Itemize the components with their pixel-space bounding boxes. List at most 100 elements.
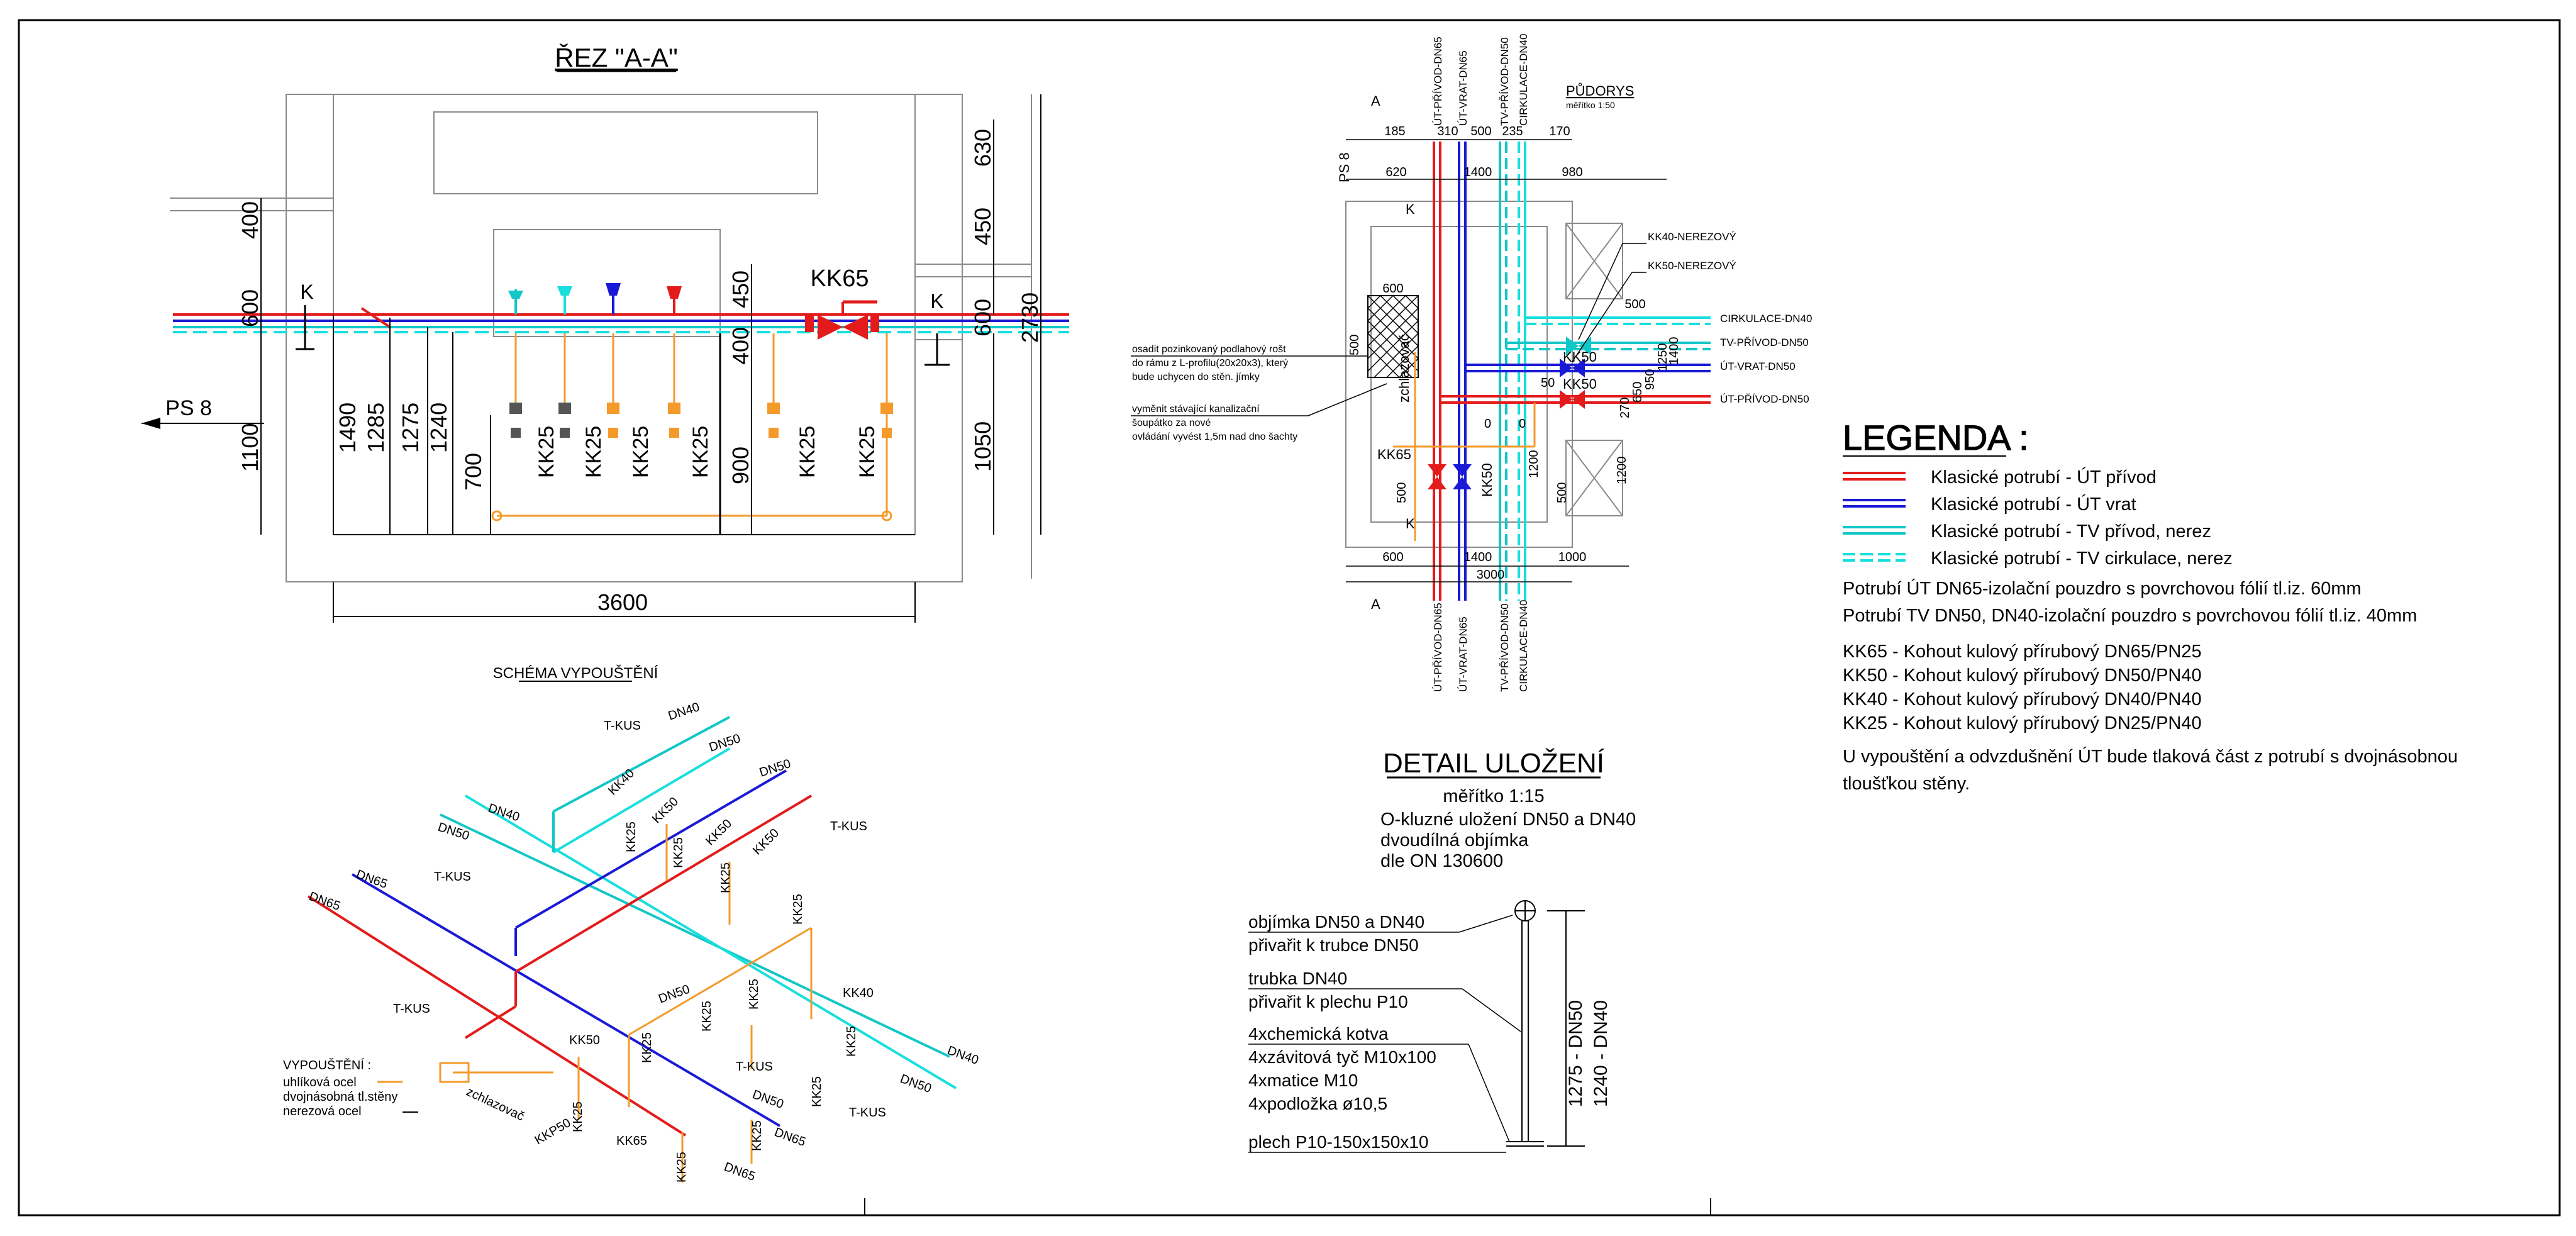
schema-label: KK25 (810, 1076, 824, 1107)
detail-scale: měřítko 1:15 (1443, 786, 1544, 806)
pipe-label: CIRKULACE-DN40 (1720, 313, 1812, 325)
detail-callout: objímka DN50 a DN40 (1248, 912, 1424, 932)
dim-label: 1275 (397, 403, 423, 453)
detail-desc: dle ON 130600 (1380, 851, 1503, 871)
dim-label: 620 (1385, 165, 1406, 179)
drain-note: uhlíková ocel (283, 1076, 357, 1089)
valve-replace-note: šoupátko za nové (1132, 418, 1211, 428)
schema-label: KK65 (616, 1134, 647, 1148)
detail-desc: dvoudílná objímka (1380, 830, 1529, 850)
schema-label: KK25 (791, 894, 805, 925)
pipe-label: TV-PŘÍVOD-DN50 (1499, 603, 1511, 692)
dim-label: 1200 (1527, 450, 1541, 479)
schema-label: DN50 (750, 1088, 786, 1111)
pipe-label: ÚT-VRAT-DN65 (1457, 50, 1469, 126)
schema-label: DN65 (307, 889, 342, 913)
dim-label: 600 (970, 299, 996, 337)
drain-note: VYPOUŠTĚNÍ : (283, 1058, 371, 1072)
dim-label: 270 (1618, 398, 1632, 418)
dim-label: 1200 (1615, 457, 1629, 485)
kk25-label: KK25 (796, 426, 819, 478)
section-mark: A (1371, 596, 1380, 612)
dim-label: 170 (1549, 125, 1570, 138)
schema-label: T-KUS (434, 870, 471, 884)
dim-label: 310 (1437, 125, 1458, 138)
kk25-valves-section (509, 403, 893, 438)
detail-desc: O-kluzné uložení DN50 a DN40 (1380, 810, 1636, 830)
dim-label: 1400 (1464, 165, 1492, 179)
schema-tv-supply (440, 813, 950, 1058)
dim-label: 1250 (1656, 343, 1670, 372)
dim-label: 500 (1395, 482, 1409, 503)
grating-note: do rámu z L-profilu(20x20x3), který (1132, 358, 1288, 369)
dim-label: 450 (970, 208, 996, 245)
section-mark: A (1371, 93, 1380, 109)
dim-label: 1400 (1667, 337, 1681, 365)
schema-label: KK25 (747, 979, 761, 1010)
detail-callout: přivařit k trubce DN50 (1248, 935, 1419, 955)
kk25-label: KK25 (582, 426, 606, 478)
dim-label: 950 (1643, 369, 1657, 390)
schema-label: DN50 (898, 1072, 933, 1096)
valve-mark: KK50 (1563, 376, 1597, 392)
valve-note: KK40-NEREZOVÝ (1648, 231, 1736, 243)
kk65-valve-section (805, 300, 879, 340)
kk25-label: KK25 (535, 426, 558, 478)
valve-mark: KK50 (1563, 349, 1597, 365)
drain-schema: SCHÉMA VYPOUŠTĚNÍ (283, 664, 980, 1184)
detail-dim: 1275 - DN50 (1565, 1000, 1586, 1107)
schema-label: T-KUS (736, 1060, 773, 1074)
legend-item: Klasické potrubí - TV přívod, nerez (1931, 521, 2211, 542)
schema-tv-circ (464, 794, 957, 1089)
schema-label: DN50 (657, 983, 692, 1006)
schema-label: T-KUS (393, 1002, 430, 1016)
dim-label: 235 (1502, 125, 1523, 138)
support-mark: K (1406, 516, 1415, 532)
section-title: ŘEZ "A-A" (555, 43, 678, 72)
dim-label: 500 (1555, 482, 1569, 503)
schema-ut-supply (307, 895, 687, 1137)
schema-label: DN40 (667, 700, 701, 723)
plan-view: PŮDORYS měřítko 1:50 (1131, 34, 1812, 692)
kk25-label: KK25 (855, 426, 879, 478)
valve-legend: KK65 - Kohout kulový přírubový DN65/PN25 (1843, 642, 2202, 662)
dim-label: 700 (460, 453, 486, 491)
schema-label: DN50 (436, 820, 470, 843)
pipe-label: TV-PŘÍVOD-DN50 (1720, 337, 1809, 348)
insulation-note: Potrubí ÚT DN65-izolační pouzdro s povrc… (1843, 578, 2362, 599)
schema-ut-return (351, 873, 781, 1127)
dim-label: 400 (237, 201, 263, 239)
legend-item: Klasické potrubí - ÚT přívod (1931, 467, 2157, 487)
dim-label: 3600 (597, 589, 648, 615)
legend-item: Klasické potrubí - ÚT vrat (1931, 494, 2136, 515)
support-mark: K (1406, 201, 1415, 217)
schema-label: T-KUS (604, 719, 641, 733)
drain-note: dvojnásobná tl.stěny (283, 1090, 397, 1104)
pipe-label: CIRKULACE-DN40 (1518, 34, 1530, 126)
valve-legend: KK50 - Kohout kulový přírubový DN50/PN40 (1843, 665, 2202, 686)
pipe-label: ÚT-VRAT-DN65 (1457, 616, 1469, 692)
ps8-label: PS 8 (165, 396, 212, 420)
pipe-label: ÚT-PŘÍVOD-DN50 (1720, 393, 1809, 405)
dim-label: 0 (1484, 417, 1491, 431)
detail-callout: plech P10-150x150x10 (1248, 1132, 1428, 1152)
dim-label: 50 (1541, 376, 1555, 390)
dim-label: 500 (1624, 298, 1645, 311)
dim-label: 2730 (1017, 292, 1043, 343)
schema-label: DN65 (354, 867, 389, 891)
section-pipes (173, 307, 1069, 333)
schema-label: KK25 (675, 1152, 689, 1183)
dim-label: 1240 (426, 403, 452, 453)
detail-dim: 1240 - DN40 (1591, 1000, 1611, 1107)
detail-callout: trubka DN40 (1248, 969, 1347, 988)
legend-note: tloušťkou stěny. (1843, 774, 1970, 794)
schema-label: T-KUS (830, 820, 867, 833)
schema-label: KK40 (843, 986, 874, 1000)
legend-title: LEGENDA : (1843, 418, 2029, 457)
schema-label: DN65 (772, 1125, 808, 1149)
dim-label: 500 (1470, 125, 1491, 138)
schema-title: SCHÉMA VYPOUŠTĚNÍ (493, 664, 658, 682)
schema-label: KK25 (571, 1101, 585, 1132)
detail-callout: přivařit k plechu P10 (1248, 992, 1408, 1011)
